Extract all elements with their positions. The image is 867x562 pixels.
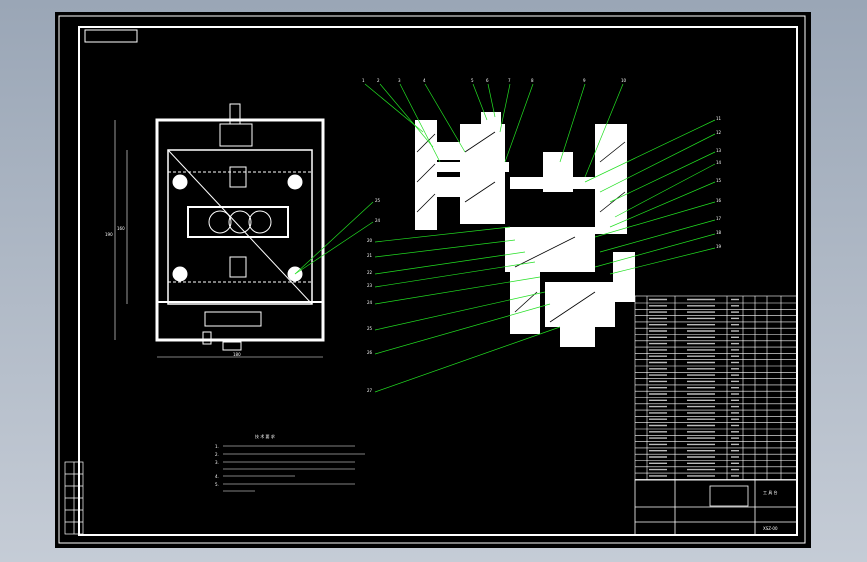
svg-text:21: 21 [367,253,373,258]
svg-text:17: 17 [716,216,722,221]
svg-text:22: 22 [367,270,373,275]
svg-text:6: 6 [486,78,489,83]
balloon-left-2: 24 [375,218,381,223]
front-view [114,103,325,358]
dimension-height-inner: 160 [117,226,125,231]
svg-text:9: 9 [583,78,586,83]
svg-text:27: 27 [367,388,373,393]
assembly-drawing: 190 160 180 25 24 [58,15,806,544]
parts-list [634,295,798,481]
svg-text:10: 10 [621,78,627,83]
svg-text:18: 18 [716,230,722,235]
drawing-number: XSZ-00 [763,526,778,531]
svg-text:3.: 3. [215,460,219,465]
dimension-width: 180 [233,352,241,357]
svg-text:15: 15 [716,178,722,183]
svg-text:12: 12 [716,130,722,135]
svg-text:2.: 2. [215,452,219,457]
balloon-numbers-left: 20 21 22 23 24 25 26 27 [367,238,373,393]
svg-text:1.: 1. [215,444,219,449]
svg-text:4.: 4. [215,474,219,479]
cad-viewport[interactable]: 190 160 180 25 24 [55,12,811,548]
svg-text:14: 14 [716,160,722,165]
svg-text:24: 24 [367,300,373,305]
svg-text:5: 5 [471,78,474,83]
svg-text:20: 20 [367,238,373,243]
section-balloon-leaders [364,83,716,393]
left-balloon-leaders [294,201,374,275]
dimension-height-outer: 190 [105,232,113,237]
technical-requirements: 技 术 要 求 1. 2. 3. 4. 5. [215,433,365,492]
svg-text:4: 4 [423,78,426,83]
drawing-frame [58,15,806,544]
section-view [415,112,635,347]
svg-text:25: 25 [367,326,373,331]
svg-text:26: 26 [367,350,373,355]
svg-text:5.: 5. [215,482,219,487]
tech-requirements-title: 技 术 要 求 [255,433,275,439]
svg-text:16: 16 [716,198,722,203]
svg-text:8: 8 [531,78,534,83]
svg-text:7: 7 [508,78,511,83]
title-block-title: 工 具 台 [763,489,778,495]
revision-table [64,461,84,535]
svg-text:11: 11 [716,116,722,121]
svg-text:23: 23 [367,283,373,288]
svg-text:2: 2 [377,78,380,83]
svg-text:19: 19 [716,244,722,249]
balloon-left-1: 25 [375,198,381,203]
svg-text:13: 13 [716,148,722,153]
balloon-numbers-top: 1 2 3 4 5 6 7 8 9 10 [362,78,627,83]
balloon-numbers-right: 11 12 13 14 15 16 17 18 19 [716,116,722,249]
section-hatching [416,131,626,323]
title-block [634,479,798,536]
svg-text:3: 3 [398,78,401,83]
svg-text:1: 1 [362,78,365,83]
